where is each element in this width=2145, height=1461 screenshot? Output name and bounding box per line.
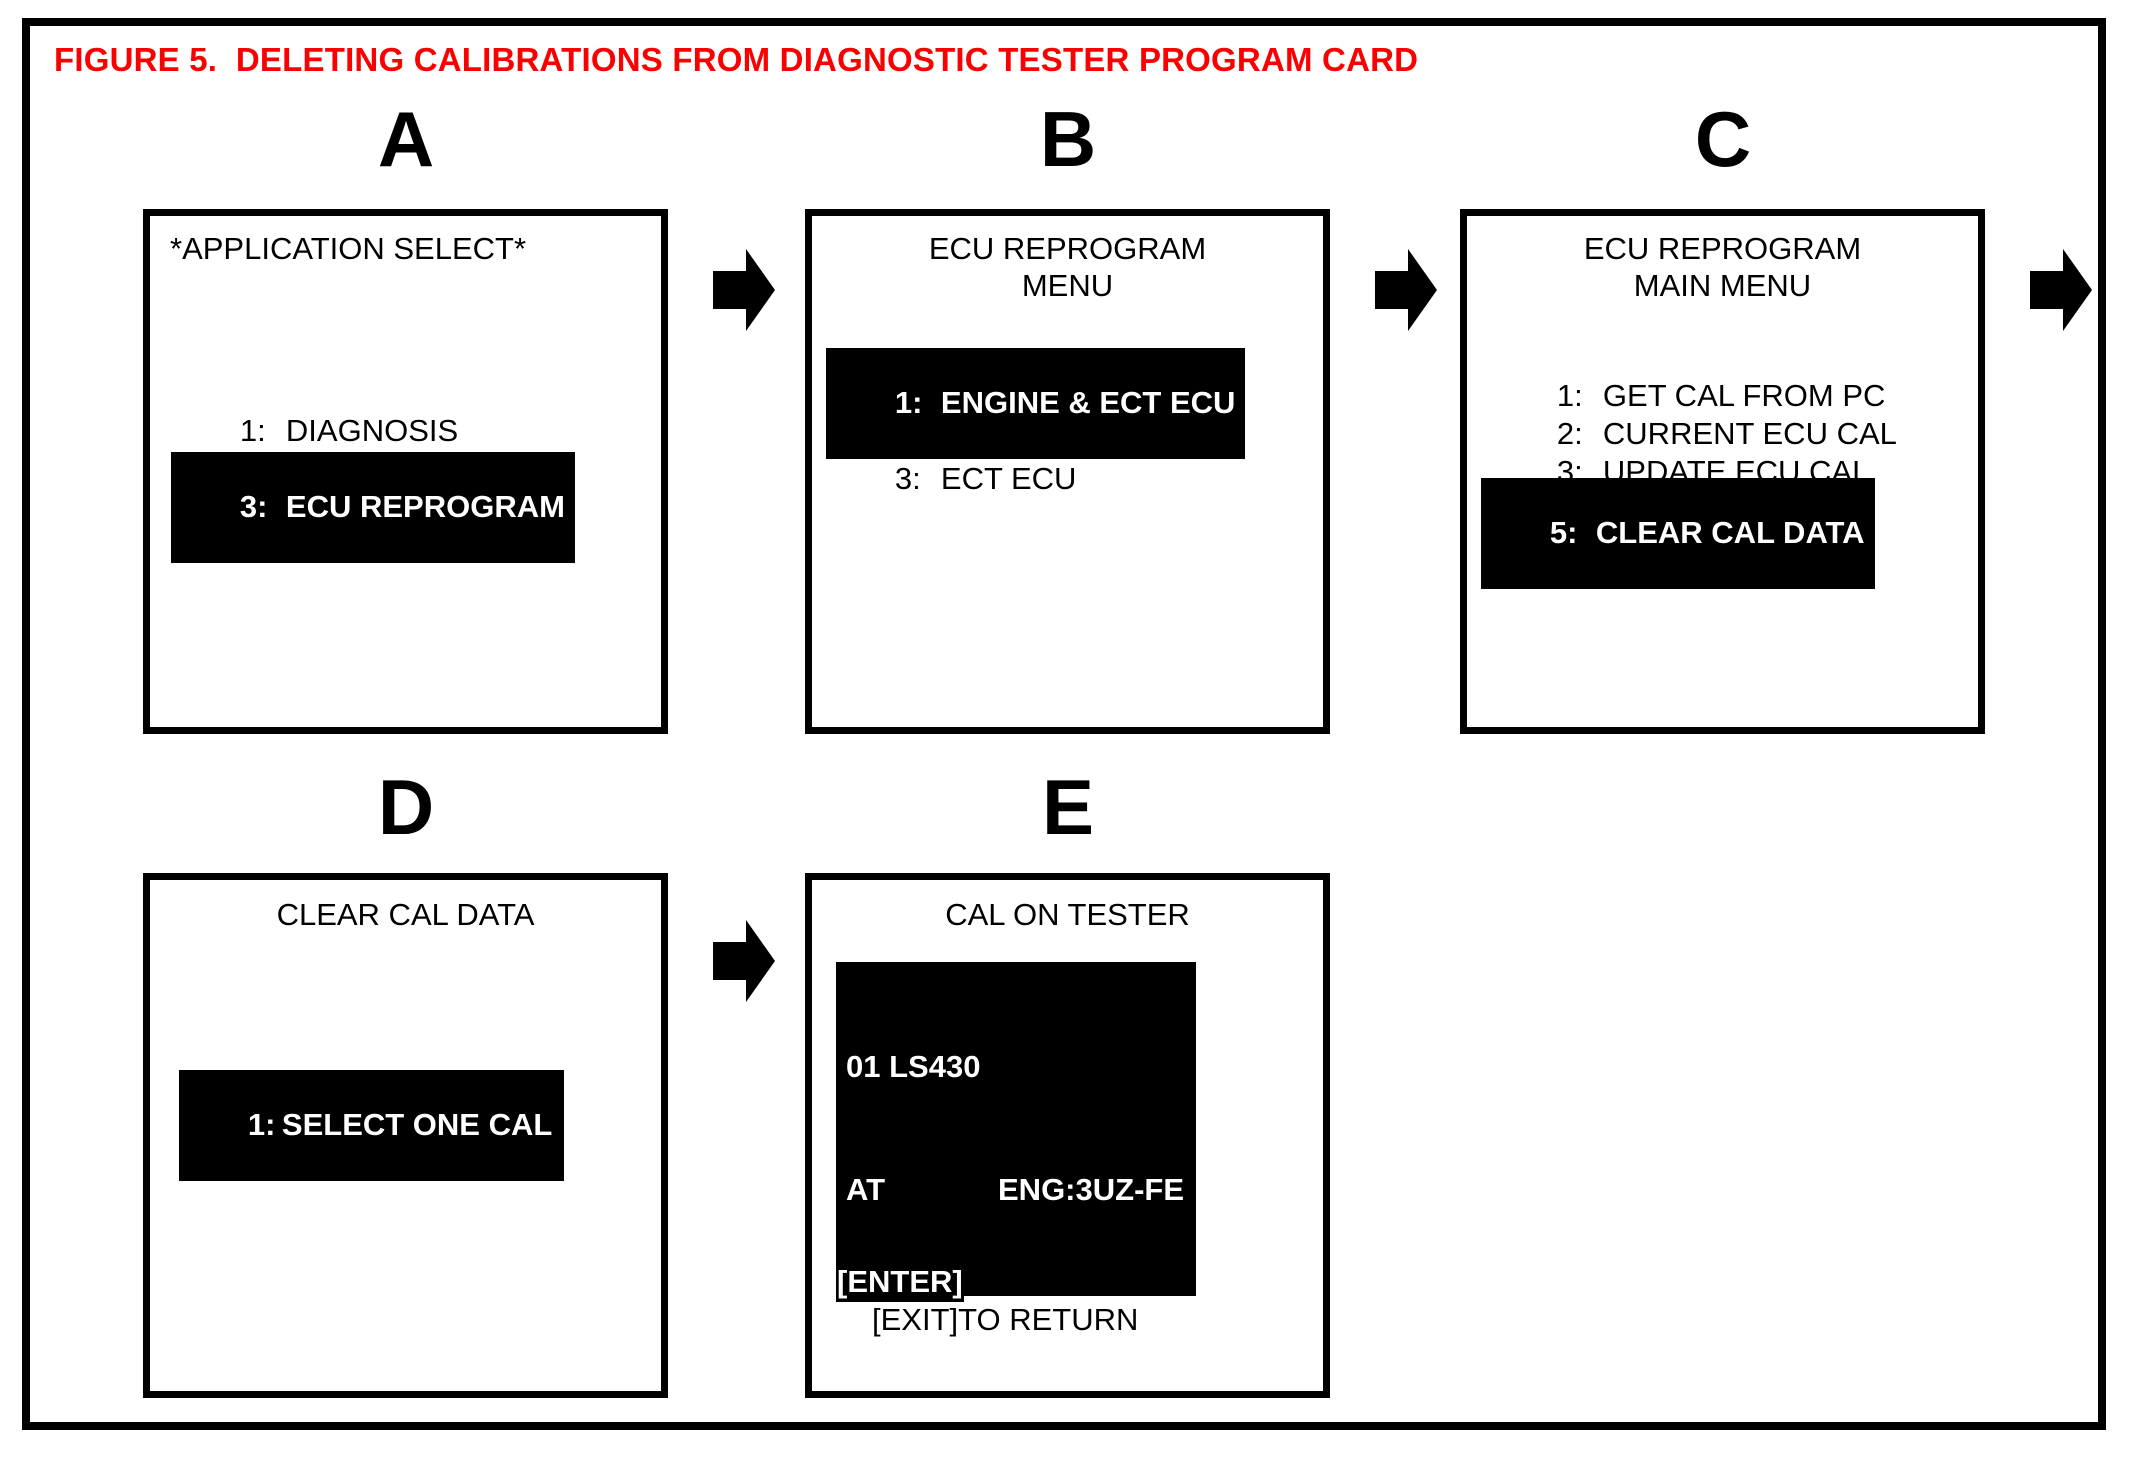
cal-entry-1-model: 01 LS430 <box>846 1049 981 1084</box>
menu-item-d-2-num: 2: <box>247 1145 274 1180</box>
cal-entry-1[interactable]: 01 LS430 AT ENG:3UZ-FE <box>836 962 1196 1296</box>
cal-entry-2-engine: ENG:3UZ-FE <box>998 1262 1183 1297</box>
menu-item-a-3-label: ECU REPROGRAM <box>285 489 565 524</box>
menu-item-b-2-num: 2: <box>894 423 921 458</box>
menu-item-b-3-label: ECT ECU <box>940 461 1077 496</box>
menu-item-c-5-num: 5: <box>1549 515 1578 550</box>
menu-item-c-1[interactable]: 1: GET CAL FROM PC <box>1488 341 1893 452</box>
arrow-b-to-c-icon <box>1375 249 1437 331</box>
screen-panel-d: CLEAR CAL DATA 1:SELECT ONE CAL 2:SELECT… <box>143 873 668 1398</box>
cal-entry-1-transmission: AT <box>846 1172 886 1207</box>
menu-item-b-1[interactable]: 1: ENGINE & ECT ECU <box>826 348 1246 459</box>
cal-entry-1-detail: AT ENG:3UZ-FE <box>846 1169 1184 1210</box>
menu-item-b-2-label: HV ECU <box>940 423 1059 458</box>
menu-item-b-2[interactable]: 2: HV ECU <box>826 386 1066 497</box>
screen-c-title-line1: ECU REPROGRAM <box>1583 231 1862 266</box>
menu-item-d-2[interactable]: 2:SELECT ALL CALS <box>179 1108 560 1219</box>
arrow-c-to-next-icon <box>2030 249 2092 331</box>
panel-letter-e: E <box>1041 763 1094 851</box>
menu-item-b-3[interactable]: 3: ECT ECU <box>826 424 1084 535</box>
menu-item-a-1-label: DIAGNOSIS <box>285 413 459 448</box>
cal-entry-1-engine: ENG:3UZ-FE <box>998 1172 1184 1207</box>
footer-hint-enter: [ENTER]TO SELECT <box>836 1262 1136 1302</box>
footer-hint-exit: [EXIT]TO RETURN <box>872 1302 1138 1338</box>
figure-title: FIGURE 5. DELETING CALIBRATIONS FROM DIA… <box>54 41 1419 78</box>
panel-letter-c: C <box>1694 95 1751 183</box>
menu-item-d-1-label: SELECT ONE CAL <box>281 1107 553 1142</box>
menu-item-a-3[interactable]: 3: ECU REPROGRAM <box>171 452 575 563</box>
menu-item-a-1[interactable]: 1: DIAGNOSIS <box>171 376 466 487</box>
screen-a-title: *APPLICATION SELECT* <box>170 231 527 266</box>
menu-item-d-2-label: SELECT ALL CALS <box>281 1145 553 1180</box>
screen-e-title: CAL ON TESTER <box>945 897 1190 932</box>
exit-key-action: TO RETURN <box>958 1302 1139 1337</box>
screen-b-title-line1: ECU REPROGRAM <box>928 231 1207 266</box>
menu-item-b-3-num: 3: <box>894 461 921 496</box>
menu-item-d-1-num: 1: <box>247 1107 276 1142</box>
menu-item-c-2[interactable]: 2: CURRENT ECU CAL <box>1488 379 1905 490</box>
menu-item-b-1-label: ENGINE & ECT ECU <box>940 385 1236 420</box>
menu-item-d-1[interactable]: 1:SELECT ONE CAL <box>179 1070 565 1181</box>
screen-panel-a: *APPLICATION SELECT* 1:DIAGNOSIS 2:CUSTO… <box>143 209 668 734</box>
screen-d-title: CLEAR CAL DATA <box>276 897 535 932</box>
panel-letter-d: D <box>377 763 434 851</box>
exit-key-tag[interactable]: [EXIT] <box>872 1302 959 1337</box>
screen-panel-e: CAL ON TESTER 01 LS430 AT ENG:3UZ-FE 01 G… <box>805 873 1330 1398</box>
enter-key-action: TO SELECT <box>963 1264 1136 1299</box>
menu-item-c-1-label: GET CAL FROM PC <box>1602 378 1886 413</box>
menu-item-c-2-label: CURRENT ECU CAL <box>1602 416 1897 451</box>
screen-c-title-line2: MAIN MENU <box>1633 268 1812 303</box>
menu-item-c-1-num: 1: <box>1556 378 1583 413</box>
cal-entry-2-model: 01 GS430 <box>846 1139 986 1174</box>
menu-item-a-3-num: 3: <box>239 489 268 524</box>
menu-item-a-1-num: 1: <box>239 413 266 448</box>
menu-item-c-2-num: 2: <box>1556 416 1583 451</box>
menu-item-b-1-num: 1: <box>894 385 923 420</box>
arrow-a-to-b-icon <box>713 249 775 331</box>
screen-panel-b: ECU REPROGRAM MENU 1: ENGINE & ECT ECU 2:… <box>805 209 1330 734</box>
menu-item-c-5[interactable]: 5: CLEAR CAL DATA <box>1481 478 1875 589</box>
enter-key-tag[interactable]: [ENTER] <box>836 1262 964 1302</box>
menu-item-c-5-label: CLEAR CAL DATA <box>1595 515 1865 550</box>
panel-letter-a: A <box>377 95 434 183</box>
arrow-d-to-e-icon <box>713 920 775 1002</box>
panel-letter-b: B <box>1039 95 1096 183</box>
screen-b-title-line2: MENU <box>1021 268 1114 303</box>
screen-panel-c: ECU REPROGRAM MAIN MENU 1: GET CAL FROM P… <box>1460 209 1985 734</box>
